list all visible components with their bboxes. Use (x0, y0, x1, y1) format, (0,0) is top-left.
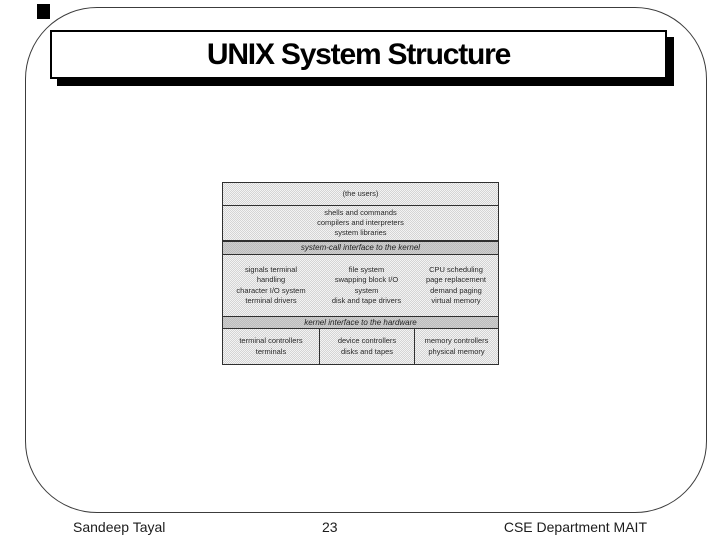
slide-border (25, 7, 707, 513)
kernel-line: file system (348, 265, 385, 275)
hardware-line: memory controllers (424, 336, 489, 346)
slide-title: UNIX System Structure (206, 37, 511, 71)
hardware-layer: terminal controllers terminals device co… (223, 329, 498, 364)
title-box: UNIX System Structure (50, 30, 667, 79)
kernel-signals-column: signals terminal handling character I/O … (223, 255, 319, 316)
users-layer: (the users) (223, 183, 498, 205)
hardware-device-cell: device controllers disks and tapes (319, 329, 414, 364)
hardware-memory-cell: memory controllers physical memory (414, 329, 498, 364)
kernel-filesystem-column: file system swapping block I/O system di… (319, 255, 414, 316)
kernel-line: handling (256, 275, 286, 285)
kernel-line: disk and tape drivers (331, 295, 402, 305)
kernel-line: swapping block I/O (334, 275, 399, 285)
hardware-interface-label: kernel interface to the hardware (304, 317, 417, 327)
hardware-terminal-cell: terminal controllers terminals (223, 329, 319, 364)
hardware-line: physical memory (428, 346, 485, 356)
kernel-line: virtual memory (431, 295, 481, 305)
user-programs-layer: shells and commands compilers and interp… (223, 205, 498, 240)
user-programs-line: shells and commands (324, 207, 397, 217)
footer-author: Sandeep Tayal (73, 519, 166, 535)
kernel-line: terminal drivers (245, 295, 297, 305)
kernel-line: signals terminal (244, 265, 298, 275)
users-label: (the users) (342, 188, 379, 198)
hardware-line: terminal controllers (239, 336, 303, 346)
hardware-interface-band: kernel interface to the hardware (223, 316, 498, 329)
syscall-interface-band: system-call interface to the kernel (223, 240, 498, 255)
kernel-cpu-column: CPU scheduling page replacement demand p… (414, 255, 498, 316)
kernel-line: page replacement (425, 275, 487, 285)
unix-structure-diagram: (the users) shells and commands compiler… (222, 182, 499, 365)
syscall-interface-label: system-call interface to the kernel (300, 243, 421, 252)
footer-slide-number: 23 (322, 519, 338, 535)
user-programs-line: system libraries (334, 228, 387, 238)
user-programs-line: compilers and interpreters (317, 217, 404, 227)
hardware-line: terminals (255, 346, 287, 356)
corner-mark (37, 4, 50, 19)
kernel-line: CPU scheduling (429, 265, 483, 275)
hardware-line: disks and tapes (340, 346, 394, 356)
kernel-line: system (354, 285, 379, 295)
kernel-layer: signals terminal handling character I/O … (223, 255, 498, 316)
kernel-line: demand paging (430, 285, 482, 295)
hardware-line: device controllers (337, 336, 397, 346)
footer-organization: CSE Department MAIT (503, 519, 647, 535)
kernel-line: character I/O system (236, 285, 306, 295)
